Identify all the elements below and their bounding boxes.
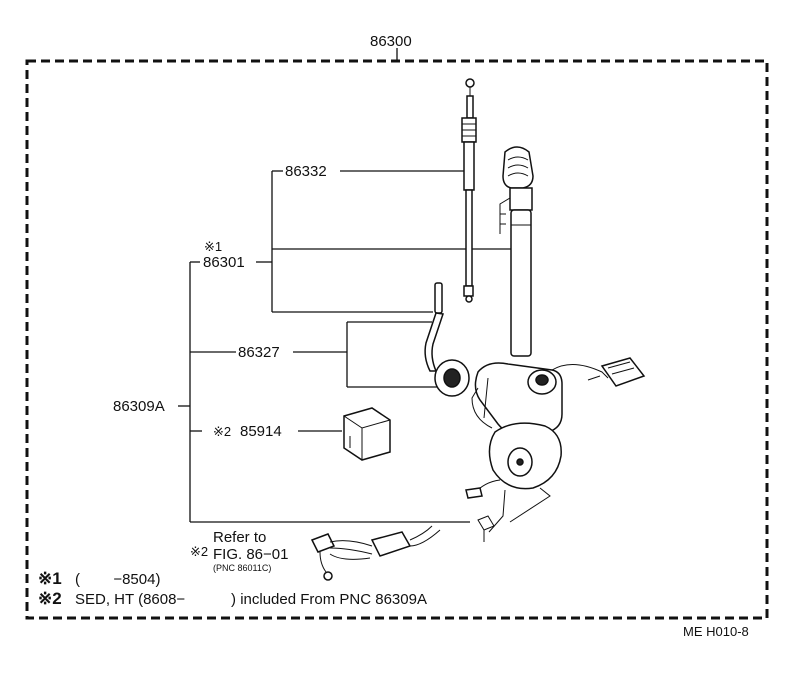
- note1-mark: ※1: [38, 569, 62, 588]
- leader-lines: [178, 170, 513, 523]
- note2-text: SED, HT (8608− ) included From PNC 86309…: [75, 591, 427, 608]
- motor-assembly-drawing: [465, 357, 646, 542]
- refer-line3: (PNC 86011C): [213, 563, 271, 573]
- star2-mark-relay: ※2: [213, 424, 231, 439]
- hose-drawing: [424, 282, 470, 397]
- antenna-tube-drawing: [499, 146, 534, 357]
- figure-code: ME H010-8: [683, 624, 749, 639]
- label-86301: 86301: [203, 254, 245, 271]
- label-85914: 85914: [240, 423, 282, 440]
- note2-mark: ※2: [38, 589, 62, 608]
- antenna-rod-drawing: [461, 78, 477, 303]
- note1-text: ( −8504): [75, 571, 160, 588]
- wiring-harness-drawing: [310, 525, 441, 581]
- refer-line2: FIG. 86−01: [213, 546, 288, 563]
- relay-drawing: [343, 407, 391, 461]
- star2-mark-refer: ※2: [190, 544, 208, 559]
- label-86332: 86332: [285, 163, 327, 180]
- star1-mark: ※1: [204, 239, 222, 254]
- label-86300: 86300: [370, 33, 412, 50]
- refer-line1: Refer to: [213, 529, 266, 546]
- label-86327: 86327: [238, 344, 280, 361]
- label-86309a: 86309A: [113, 398, 165, 415]
